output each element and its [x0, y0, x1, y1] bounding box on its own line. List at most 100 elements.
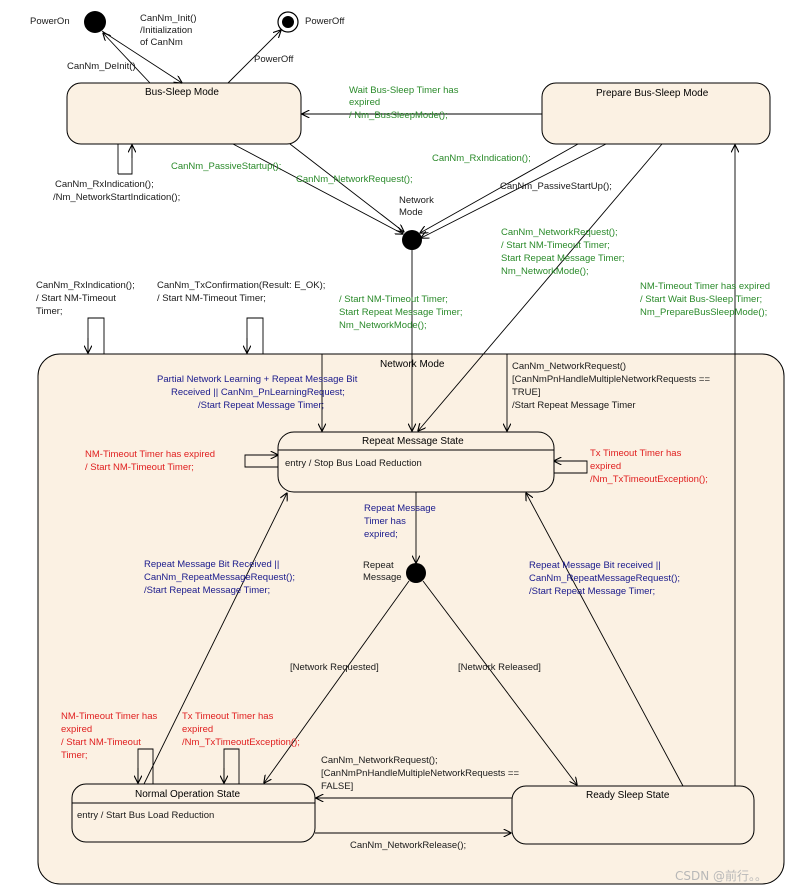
label-prepare-network-request-3: Start Repeat Message Timer;: [501, 253, 625, 264]
label-wait-bus-sleep-3: / Nm_BusSleepMode();: [349, 110, 448, 121]
transition-normal-tx-timeout-self[interactable]: [223, 748, 240, 784]
label-nm-tx-conf-self-2: / Start NM-Timeout Timer;: [157, 293, 266, 304]
transition-guard-released[interactable]: [422, 580, 577, 785]
label-normal-to-repeat-1: Repeat Message Bit Received ||: [144, 559, 279, 570]
network-mode-junction-label-2: Mode: [399, 207, 423, 218]
transition-passive-startup[interactable]: [232, 143, 403, 234]
prepare-bus-sleep-mode-title: Prepare Bus-Sleep Mode: [596, 88, 709, 99]
prepare-bus-sleep-mode-state[interactable]: [541, 82, 771, 145]
label-nm-rx-self-3: Timer;: [36, 306, 63, 317]
network-mode-junction-label-1: Network: [399, 195, 434, 206]
transition-repeat-tx-timeout-self[interactable]: [554, 461, 588, 474]
transition-prepare-rx[interactable]: [420, 143, 579, 233]
power-off-label: PowerOff: [305, 16, 345, 27]
label-junction-to-network-3: Nm_NetworkMode();: [339, 320, 427, 331]
label-partial-network-3: /Start Repeat Message Timer;: [198, 400, 324, 411]
label-ready-network-request-false-3: FALSE]: [321, 781, 353, 792]
label-prepare-network-request-1: CanNm_NetworkRequest();: [501, 227, 618, 238]
label-network-request-multi-true-3: TRUE]: [512, 387, 541, 398]
label-ready-to-repeat-1: Repeat Message Bit received ||: [529, 560, 661, 571]
transition-init[interactable]: [101, 30, 182, 83]
label-poweroff: PowerOff: [254, 54, 294, 65]
label-partial-network-1: Partial Network Learning + Repeat Messag…: [157, 374, 358, 385]
label-init-1: CanNm_Init(): [140, 13, 197, 24]
transition-network-request-bus-sleep[interactable]: [289, 143, 404, 232]
label-ready-network-request-false-1: CanNm_NetworkRequest();: [321, 755, 438, 766]
bus-sleep-mode-title: Bus-Sleep Mode: [145, 87, 219, 98]
network-mode-state[interactable]: [37, 353, 785, 885]
power-on-initial-node[interactable]: [84, 11, 106, 33]
transition-nm-rx-self[interactable]: [87, 317, 105, 354]
network-mode-junction[interactable]: [402, 230, 422, 250]
transition-repeat-nm-timeout-self[interactable]: [244, 455, 278, 468]
transition-guard-requested[interactable]: [264, 580, 410, 783]
transition-normal-nm-timeout-self[interactable]: [137, 748, 154, 784]
label-normal-tx-timeout-3: /Nm_TxTimeoutException();: [182, 737, 300, 748]
transition-deinit[interactable]: [103, 33, 151, 84]
label-normal-to-repeat-3: /Start Repeat Message Timer;: [144, 585, 270, 596]
normal-operation-state[interactable]: [71, 783, 316, 843]
transition-normal-to-repeat[interactable]: [143, 493, 287, 785]
label-nm-rx-self-2: / Start NM-Timeout: [36, 293, 116, 304]
label-guard-requested: [Network Requested]: [290, 662, 379, 673]
label-network-request: CanNm_NetworkRequest();: [296, 174, 413, 185]
repeat-message-junction-label-1: Repeat: [363, 560, 394, 571]
repeat-message-state-title: Repeat Message State: [362, 436, 464, 447]
label-nm-tx-conf-self-1: CanNm_TxConfirmation(Result: E_OK);: [157, 280, 325, 291]
label-normal-to-repeat-2: CanNm_RepeatMessageRequest();: [144, 572, 295, 583]
label-repeat-timer-expired-1: Repeat Message: [364, 503, 436, 514]
label-normal-nm-timeout-4: Timer;: [61, 750, 88, 761]
label-ready-sleep-nm-timeout-2: / Start Wait Bus-Sleep Timer;: [640, 294, 762, 305]
label-network-release: CanNm_NetworkRelease();: [350, 840, 466, 851]
label-prepare-passive-startup: CanNm_PassiveStartUp();: [500, 181, 612, 192]
label-normal-nm-timeout-3: / Start NM-Timeout: [61, 737, 141, 748]
label-wait-bus-sleep-1: Wait Bus-Sleep Timer has: [349, 85, 459, 96]
label-network-request-multi-true-1: CanNm_NetworkRequest(): [512, 361, 626, 372]
label-repeat-tx-timeout-1: Tx Timeout Timer has: [590, 448, 682, 459]
label-repeat-tx-timeout-2: expired: [590, 461, 621, 472]
network-mode-label: Network Mode: [380, 359, 445, 370]
label-repeat-nm-timeout-1: NM-Timeout Timer has expired: [85, 449, 215, 460]
label-network-request-multi-true-4: /Start Repeat Message Timer: [512, 400, 636, 411]
label-prepare-network-request-4: Nm_NetworkMode();: [501, 266, 589, 277]
transition-ready-to-repeat[interactable]: [526, 493, 684, 787]
label-repeat-nm-timeout-2: / Start NM-Timeout Timer;: [85, 462, 194, 473]
label-prepare-rx: CanNm_RxIndication();: [432, 153, 531, 164]
label-prepare-network-request-2: / Start NM-Timeout Timer;: [501, 240, 610, 251]
ready-sleep-state[interactable]: [511, 785, 755, 845]
label-junction-to-network-2: Start Repeat Message Timer;: [339, 307, 463, 318]
label-passive-startup: CanNm_PassiveStartup();: [171, 161, 281, 172]
label-normal-tx-timeout-1: Tx Timeout Timer has: [182, 711, 274, 722]
bus-sleep-mode-state[interactable]: [66, 82, 302, 145]
label-repeat-tx-timeout-3: /Nm_TxTimeoutException();: [590, 474, 708, 485]
ready-sleep-state-title: Ready Sleep State: [586, 790, 670, 801]
label-junction-to-network-1: / Start NM-Timeout Timer;: [339, 294, 448, 305]
transition-poweroff[interactable]: [227, 30, 281, 84]
transition-prepare-passive-startup[interactable]: [421, 143, 607, 238]
power-on-label: PowerOn: [30, 16, 70, 27]
label-ready-network-request-false-2: [CanNmPnHandleMultipleNetworkRequests ==: [321, 768, 519, 779]
repeat-message-junction[interactable]: [406, 563, 426, 583]
transition-prepare-network-request[interactable]: [418, 143, 663, 431]
repeat-message-state-entry: entry / Stop Bus Load Reduction: [285, 458, 422, 469]
label-bus-sleep-rx-2: /Nm_NetworkStartIndication();: [53, 192, 180, 203]
label-wait-bus-sleep-2: expired: [349, 97, 380, 108]
label-nm-rx-self-1: CanNm_RxIndication();: [36, 280, 135, 291]
repeat-message-junction-label-2: Message: [363, 572, 402, 583]
label-init-2: /Initialization: [140, 25, 192, 36]
watermark: CSDN @前行。。: [675, 868, 767, 883]
power-off-final-node-inner: [282, 16, 294, 28]
normal-operation-state-title: Normal Operation State: [135, 789, 240, 800]
label-guard-released: [Network Released]: [458, 662, 541, 673]
label-network-request-multi-true-2: [CanNmPnHandleMultipleNetworkRequests ==: [512, 374, 710, 385]
label-repeat-timer-expired-2: Timer has: [364, 516, 406, 527]
label-deinit: CanNm_DeInit(): [67, 61, 136, 72]
label-init-3: of CanNm: [140, 37, 183, 48]
transition-nm-tx-conf-self[interactable]: [246, 317, 264, 354]
label-partial-network-2: Received || CanNm_PnLearningRequest;: [171, 387, 345, 398]
label-normal-tx-timeout-2: expired: [182, 724, 213, 735]
label-repeat-timer-expired-3: expired;: [364, 529, 398, 540]
label-ready-sleep-nm-timeout-3: Nm_PrepareBusSleepMode();: [640, 307, 767, 318]
transition-bus-sleep-self[interactable]: [117, 143, 133, 175]
